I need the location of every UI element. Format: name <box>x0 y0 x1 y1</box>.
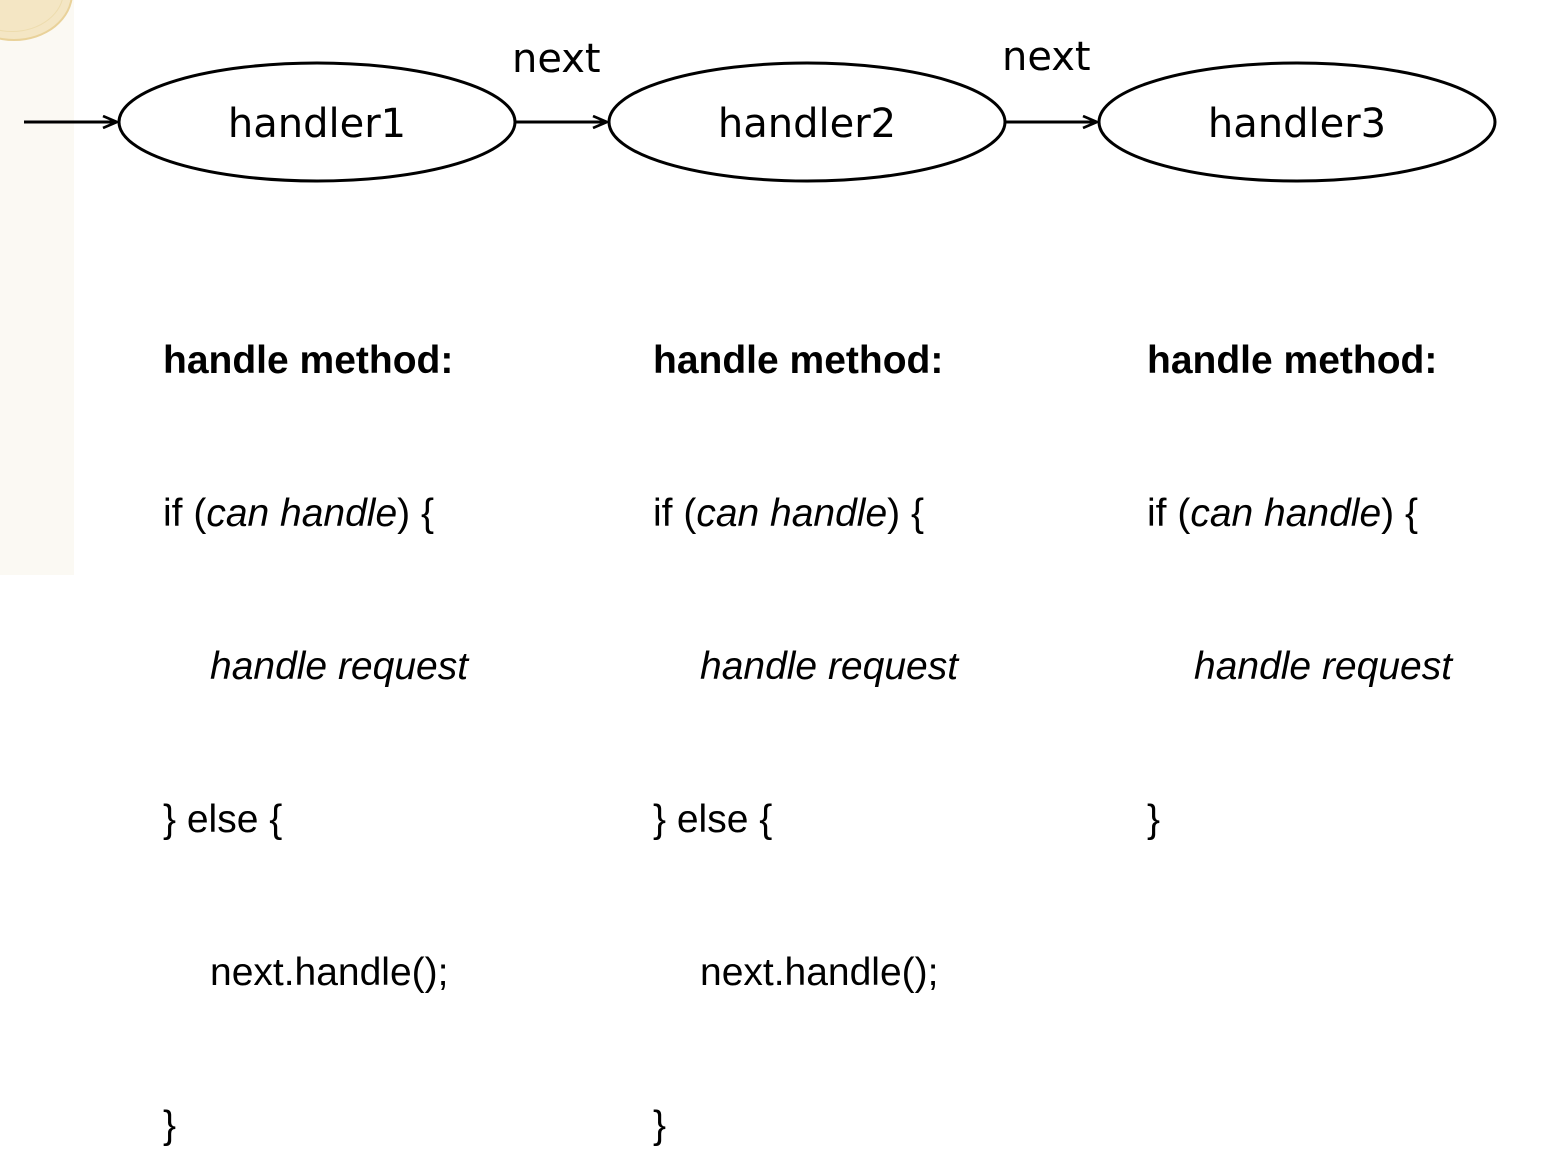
handler-chain-diagram: next next handler1 handler2 handler3 <box>24 34 1497 183</box>
condition: can handle <box>206 492 398 535</box>
next-call-line: next.handle(); <box>700 951 939 994</box>
condition: can handle <box>696 492 888 535</box>
if-close: ) { <box>887 492 925 535</box>
action-line: handle request <box>700 645 959 688</box>
condition: can handle <box>1190 492 1382 535</box>
action-line: handle request <box>210 645 469 688</box>
if-open: if ( <box>653 492 697 535</box>
handler3-node <box>1097 61 1497 183</box>
else-line: } else { <box>163 798 283 841</box>
close-brace: } <box>163 1104 177 1147</box>
if-line: if (can handle) { <box>1147 488 1452 539</box>
handler2-node <box>607 61 1007 183</box>
handler2-label: handler2 <box>718 101 896 147</box>
action-line: handle request <box>1194 645 1453 688</box>
handler1-method-code: handle method: if (can handle) { handle … <box>163 233 468 1150</box>
next-call-line: next.handle(); <box>210 951 449 994</box>
next-label-2: next <box>1002 34 1091 80</box>
if-line: if (can handle) { <box>653 488 958 539</box>
else-line: } else { <box>653 798 773 841</box>
if-close: ) { <box>397 492 435 535</box>
if-open: if ( <box>1147 492 1191 535</box>
method-title: handle method: <box>1147 339 1438 382</box>
method-title: handle method: <box>653 339 944 382</box>
handler2-method-code: handle method: if (can handle) { handle … <box>653 233 958 1150</box>
handler1-node <box>117 61 517 183</box>
close-brace: } <box>653 1104 667 1147</box>
handler3-method-code: handle method: if (can handle) { handle … <box>1147 233 1452 896</box>
slide-left-margin <box>0 0 74 575</box>
if-close: ) { <box>1381 492 1419 535</box>
if-line: if (can handle) { <box>163 488 468 539</box>
next-label-1: next <box>512 36 601 82</box>
close-brace: } <box>1147 798 1161 841</box>
handler3-label: handler3 <box>1208 101 1386 147</box>
handler1-label: handler1 <box>228 101 406 147</box>
method-title: handle method: <box>163 339 454 382</box>
if-open: if ( <box>163 492 207 535</box>
